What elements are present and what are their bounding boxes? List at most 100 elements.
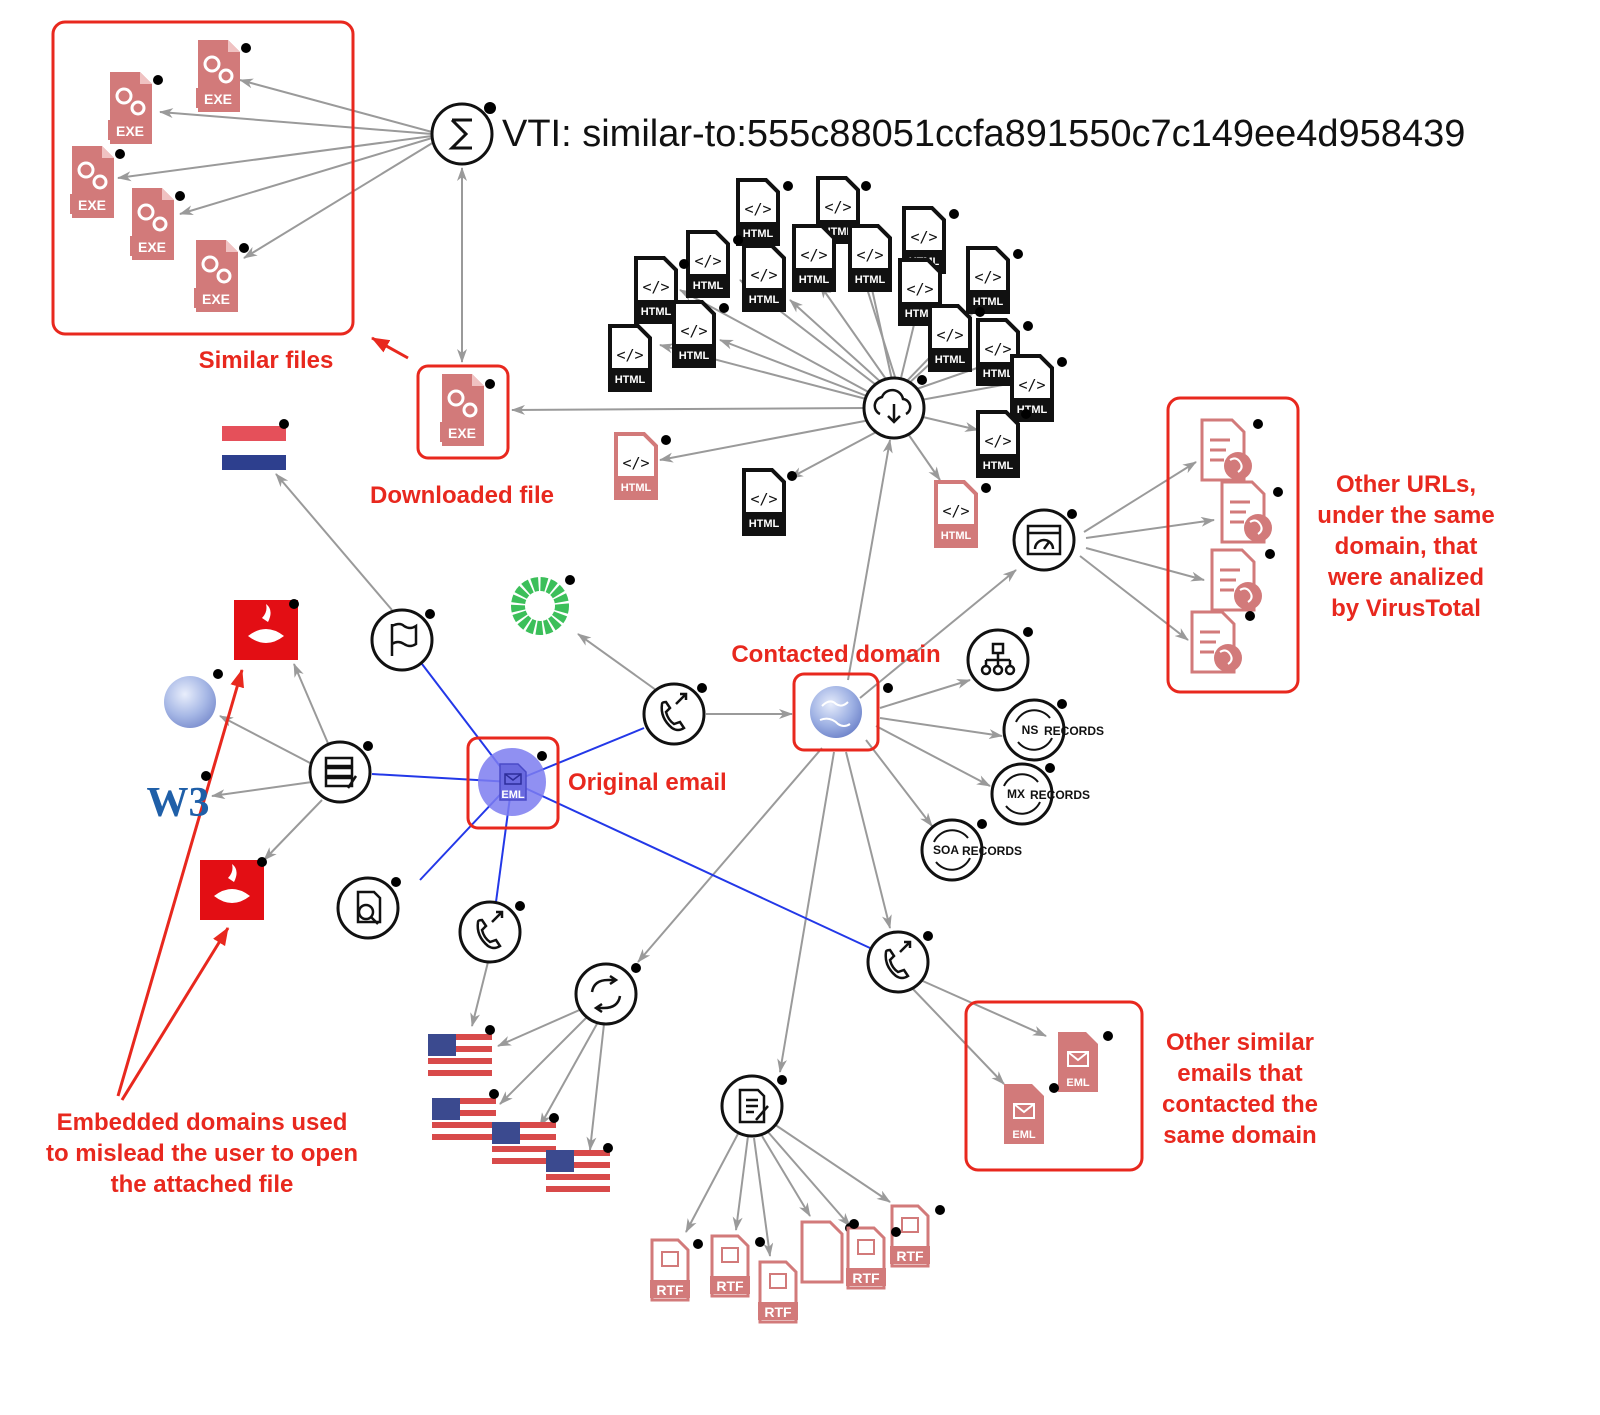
other-urls-group: [1190, 418, 1283, 674]
download-node[interactable]: [862, 375, 927, 440]
rtf-file-icon[interactable]: RTF: [844, 1219, 888, 1290]
svg-text:HTML: HTML: [641, 306, 672, 318]
server-node[interactable]: [308, 740, 373, 804]
search-node[interactable]: [336, 876, 401, 940]
svg-text:Other URLs,: Other URLs,: [1336, 471, 1476, 498]
svg-text:W3: W3: [147, 780, 210, 826]
html-file-icon[interactable]: </>HTML: [740, 468, 797, 536]
html-file-icon[interactable]: </>HTML: [846, 224, 894, 292]
svg-text:</>: </>: [750, 490, 777, 508]
other-emails-group: EML EML: [1004, 1031, 1113, 1144]
html-file-pink-icon[interactable]: </>HTML: [932, 480, 991, 548]
svg-text:EXE: EXE: [204, 91, 232, 107]
svg-text:EXE: EXE: [78, 197, 106, 213]
globe-icon: [164, 669, 223, 728]
svg-text:Other similar: Other similar: [1166, 1029, 1314, 1056]
svg-text:</>: </>: [984, 432, 1011, 450]
soa-records-node[interactable]: SOA RECORDS: [920, 818, 1022, 882]
rtf-files-group: RTF RTF RTF RTF RTF: [648, 1204, 945, 1324]
html-file-icon[interactable]: </>HTML: [926, 304, 985, 372]
html-file-icon[interactable]: </>HTML: [790, 224, 838, 292]
svg-text:the attached file: the attached file: [111, 1171, 294, 1198]
html-file-pink-icon[interactable]: </>HTML: [612, 432, 671, 500]
eml-file-icon[interactable]: EML: [1058, 1031, 1113, 1092]
svg-text:EXE: EXE: [116, 123, 144, 139]
svg-text:emails that: emails that: [1177, 1060, 1302, 1087]
html-file-icon[interactable]: </>HTML: [740, 244, 788, 312]
phone-call-icon: [476, 910, 504, 950]
exe-file-icon[interactable]: EXE: [194, 38, 251, 114]
rtf-file-icon[interactable]: RTF: [708, 1234, 765, 1298]
html-file-icon[interactable]: </>HTML: [974, 409, 1031, 478]
rtf-file-icon[interactable]: RTF: [888, 1204, 945, 1268]
embedded-domains-label: Embedded domains used to mislead the use…: [46, 1109, 358, 1198]
resolution-node[interactable]: [574, 962, 641, 1026]
original-email-node[interactable]: EML: [478, 748, 547, 816]
url-file-icon[interactable]: [1210, 548, 1275, 612]
call-node[interactable]: [458, 900, 525, 964]
html-file-icon[interactable]: </>HTML: [974, 318, 1033, 386]
ns-records-node[interactable]: NS RECORDS: [1002, 698, 1104, 762]
html-file-icon[interactable]: </>HTML: [632, 256, 689, 324]
exe-file-icon[interactable]: EXE: [68, 144, 125, 220]
svg-text:</>: </>: [942, 502, 969, 520]
html-file-icon[interactable]: </>HTML: [896, 258, 944, 326]
svg-text:</>: </>: [744, 200, 771, 218]
similar-files-group: EXE EXE EXE EXE EXE: [68, 38, 251, 314]
svg-text:HTML: HTML: [983, 368, 1014, 380]
svg-text:HTML: HTML: [615, 374, 646, 386]
exe-file-icon[interactable]: EXE: [128, 186, 185, 262]
mx-records-node[interactable]: MX RECORDS: [990, 762, 1090, 826]
downloaded-file-label: Downloaded file: [370, 482, 554, 509]
html-file-icon[interactable]: </>HTML: [670, 300, 729, 368]
svg-text:by VirusTotal: by VirusTotal: [1331, 595, 1481, 622]
phone-call-icon: [884, 940, 912, 980]
vti-search-node[interactable]: [430, 102, 496, 166]
svg-text:RTF: RTF: [852, 1270, 880, 1286]
sitemap-node[interactable]: [966, 627, 1033, 692]
rtf-file-icon[interactable]: RTF: [648, 1238, 703, 1302]
svg-text:HTML: HTML: [973, 296, 1004, 308]
downloaded-exe-icon[interactable]: EXE: [438, 372, 495, 448]
call-node[interactable]: [866, 930, 933, 994]
svg-text:EXE: EXE: [138, 239, 166, 255]
exe-file-icon[interactable]: EXE: [106, 70, 163, 146]
html-file-icon[interactable]: </>HTML: [684, 230, 743, 298]
svg-text:</>: </>: [936, 326, 963, 344]
html-file-icon[interactable]: </>HTML: [606, 324, 654, 392]
netherlands-flag-icon: [222, 419, 289, 470]
us-flag-icon: [432, 1089, 499, 1142]
call-node[interactable]: [642, 682, 707, 746]
loading-spinner-icon: [511, 575, 575, 635]
url-file-icon[interactable]: [1200, 418, 1263, 482]
downloaded-file-box: [416, 364, 510, 460]
url-file-icon[interactable]: [1220, 480, 1283, 544]
original-email-box: [466, 736, 560, 830]
refresh-icon: [590, 974, 622, 1014]
exe-file-icon[interactable]: EXE: [192, 238, 249, 314]
svg-text:</>: </>: [824, 198, 851, 216]
svg-text:</>: </>: [680, 322, 707, 340]
svg-text:EML: EML: [1012, 1129, 1036, 1141]
server-list-icon: [324, 756, 358, 789]
url-file-icon[interactable]: [1190, 610, 1255, 674]
flag-icon: [390, 622, 418, 656]
svg-text:EML: EML: [1066, 1077, 1090, 1089]
svg-text:</>: </>: [800, 246, 827, 264]
report-node[interactable]: [720, 1074, 787, 1138]
url-dashboard-icon: [1026, 524, 1062, 556]
svg-text:HTML: HTML: [855, 274, 886, 286]
html-files-group: </>HTML </>HTML </>HTML </>HTML </>HTML …: [606, 176, 1067, 536]
other-urls-box: [1166, 396, 1300, 694]
svg-text:</>: </>: [910, 228, 937, 246]
svg-text:</>: </>: [750, 266, 777, 284]
similar-files-label: Similar files: [199, 347, 334, 374]
flag-node[interactable]: [370, 608, 435, 672]
html-file-icon[interactable]: </>HTML: [964, 246, 1023, 314]
html-file-icon[interactable]: </>HTML: [1008, 354, 1067, 422]
html-file-icon[interactable]: </>HTML: [734, 178, 793, 246]
contacted-domain-node[interactable]: [810, 683, 893, 738]
url-node[interactable]: [1012, 508, 1077, 572]
eml-file-icon[interactable]: EML: [1004, 1083, 1059, 1144]
santander-logo-icon: [234, 599, 299, 660]
